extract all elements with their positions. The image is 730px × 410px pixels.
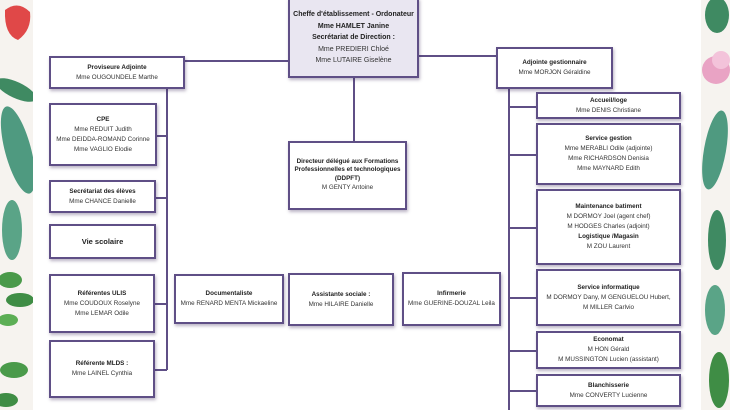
box-title: Blanchisserie — [588, 381, 629, 389]
connector — [508, 227, 536, 229]
box-member: Mme CONVERTY Lucienne — [569, 391, 648, 399]
box-title: CPE — [96, 115, 110, 123]
floral-decoration-right — [702, 0, 730, 408]
box-member: Mme DEIDDA-ROMAND Corinne — [56, 135, 150, 143]
box-subtitle: Secrétariat de Direction : — [312, 34, 395, 42]
connector — [155, 197, 167, 199]
box-title: Référente MLDS : — [75, 360, 129, 367]
connector — [154, 369, 167, 371]
connector — [508, 297, 536, 299]
connector — [154, 303, 167, 305]
box-member: Mme COUDOUX Roselyne Mme LEMAR Odile — [64, 299, 140, 317]
box-title: Maintenance batiment — [575, 203, 642, 210]
box-vie-scolaire: Vie scolaire — [49, 224, 156, 259]
box-ddpft: Directeur délégué aux Formations Profess… — [288, 141, 407, 210]
connector — [508, 88, 510, 410]
box-title: Secrétariat des élèves — [69, 187, 136, 195]
box-member: Mme MAYNARD Edith — [577, 165, 640, 172]
box-service-informatique: Service informatique M DORMOY Dany, M GE… — [536, 269, 681, 326]
box-cheffe-etablissement: Cheffe d'établissement - Ordonateur Mme … — [288, 0, 419, 78]
box-cpe: CPE Mme REDUIT Judith Mme DEIDDA-ROMAND … — [49, 103, 157, 166]
connector — [508, 390, 536, 392]
connector — [184, 60, 288, 62]
box-title: Cheffe d'établissement - Ordonateur — [293, 11, 414, 19]
box-member: M HON Gérald — [587, 346, 630, 353]
box-member: M ZOU Laurent — [586, 243, 631, 250]
box-member: Mme CHANCE Danielle — [69, 197, 136, 205]
box-member: Mme MORJON Géraldine — [518, 69, 591, 76]
box-member: Mme LAINEL Cynthia — [71, 370, 133, 377]
connector — [156, 135, 167, 137]
box-assistante-sociale: Assistante sociale : Mme HILAIRE Daniell… — [288, 273, 394, 326]
box-member: Mme HILAIRE Danielle — [308, 300, 374, 308]
box-title: Service gestion — [585, 135, 632, 142]
connector — [508, 154, 536, 156]
box-member: M DORMOY Joel (agent chef) — [566, 213, 651, 220]
box-member: Mme HAMLET Janine — [317, 22, 390, 30]
box-member: Mme RICHARDSON Denisia — [568, 155, 649, 162]
box-member: Mme REDUIT Judith — [74, 125, 132, 133]
connector — [166, 88, 168, 370]
box-member: M DORMOY Dany, M GENGUELOU Hubert, — [546, 293, 671, 301]
box-member: Mme DENIS Christiane — [575, 106, 642, 114]
box-accueil-loge: Accueil/loge Mme DENIS Christiane — [536, 92, 681, 119]
box-title: Logistique /Magasin — [578, 233, 639, 240]
box-adjointe-gestionnaire: Adjointe gestionnaire Mme MORJON Géraldi… — [496, 47, 613, 89]
box-title: Adjointe gestionnaire — [522, 59, 587, 66]
box-economat: Economat M HON Gérald M MUSSINGTON Lucie… — [536, 331, 681, 369]
box-title: Service informatique — [577, 283, 640, 291]
box-proviseure-adjointe: Proviseure Adjointe Mme OUGOUNDELE Marth… — [49, 56, 185, 89]
box-referentes-ulis: Référentes ULIS Mme COUDOUX Roselyne Mme… — [49, 274, 155, 333]
box-member: M GENTY Antoine — [321, 184, 374, 192]
connector — [508, 106, 536, 108]
box-blanchisserie: Blanchisserie Mme CONVERTY Lucienne — [536, 374, 681, 407]
box-secretariat-eleves: Secrétariat des élèves Mme CHANCE Daniel… — [49, 180, 156, 213]
box-member: M MUSSINGTON Lucien (assistant) — [558, 356, 659, 363]
connector — [418, 55, 496, 57]
floral-decoration-left — [0, 5, 33, 407]
box-service-gestion: Service gestion Mme MERABLI Odile (adjoi… — [536, 123, 681, 185]
box-member: Mme OUGOUNDELE Marthe — [76, 73, 158, 81]
box-title: Proviseure Adjointe — [87, 63, 147, 71]
box-member: M HODGES Charles (adjoint) — [567, 223, 650, 230]
box-maintenance-batiment: Maintenance batiment M DORMOY Joel (agen… — [536, 189, 681, 265]
box-documentaliste: Documentaliste Mme RENARD MENTA Mickaeli… — [174, 274, 284, 324]
box-referente-mlds: Référente MLDS : Mme LAINEL Cynthia — [49, 340, 155, 398]
box-title: Directeur délégué aux Formations Profess… — [294, 157, 401, 182]
org-chart: Cheffe d'établissement - Ordonateur Mme … — [33, 0, 701, 410]
box-member: Mme RENARD MENTA Mickaeline — [180, 300, 278, 307]
box-title: Documentaliste — [205, 290, 253, 297]
box-title: Assistante sociale : — [311, 290, 371, 298]
box-title: Référentes ULIS — [77, 289, 127, 297]
box-title: Vie scolaire — [81, 236, 124, 246]
box-title: Infirmerie — [437, 290, 466, 297]
box-member: Mme MERABLI Odile (adjointe) — [564, 145, 653, 152]
box-infirmerie: Infirmerie Mme GUERINE-DOUZAL Leila — [402, 272, 501, 326]
connector — [508, 350, 536, 352]
box-member: Mme GUERINE-DOUZAL Leila — [408, 300, 495, 307]
box-member: Mme LUTAIRE Giselène — [315, 57, 392, 65]
connector — [353, 78, 355, 142]
box-member: Mme VAGLIO Elodie — [74, 145, 132, 153]
box-member: Mme PREDIERI Chloé — [318, 45, 389, 53]
box-title: Economat — [593, 336, 624, 343]
box-member: M MILLER Carlvio — [582, 303, 635, 311]
box-title: Accueil/loge — [589, 96, 628, 104]
